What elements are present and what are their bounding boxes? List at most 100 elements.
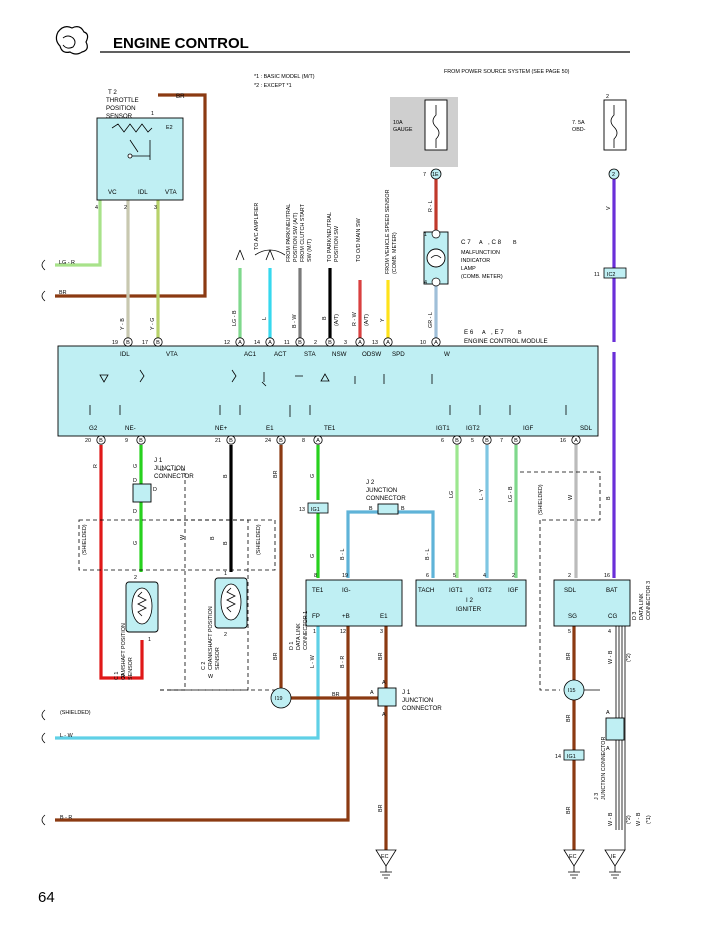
ecm-top-pin-connector-letter: B [156, 340, 160, 346]
note-2: *2 : EXCEPT *1 [254, 83, 292, 89]
thin-wiring [41, 249, 626, 850]
svg-text:FROM PARK/NEUTRAL: FROM PARK/NEUTRAL [286, 204, 292, 262]
svg-text:1: 1 [313, 629, 316, 635]
svg-text:VTA: VTA [165, 189, 177, 196]
svg-text:11: 11 [594, 272, 600, 278]
svg-text:DATA LINK: DATA LINK [296, 623, 302, 650]
ecm-top-pin-number: 3 [344, 340, 347, 346]
svg-text:FROM CLUTCH START: FROM CLUTCH START [300, 203, 306, 262]
ecm-bottom-pin-connector-letter: A [316, 438, 320, 444]
svg-text:+B: +B [342, 613, 350, 620]
svg-text:A: A [606, 710, 610, 716]
svg-text:THROTTLE: THROTTLE [106, 97, 139, 104]
svg-text:I19: I19 [275, 696, 283, 702]
svg-text:C 1: C 1 [114, 672, 120, 680]
svg-text:2: 2 [124, 205, 127, 211]
ecm-bottom-pin-connector-letter: A [574, 438, 578, 444]
gauge-fuse: 10A GAUGE 7 1E [390, 97, 458, 180]
ecm-bottom-pin [511, 435, 521, 445]
svg-text:B: B [606, 496, 612, 500]
svg-text:7: 7 [423, 172, 426, 178]
svg-text:6: 6 [426, 573, 429, 579]
wire-label-br2: B - R [60, 815, 72, 821]
svg-text:1: 1 [148, 637, 151, 643]
svg-text:R - L: R - L [428, 200, 434, 212]
svg-text:IE: IE [611, 854, 616, 860]
svg-text:OBD-: OBD- [572, 127, 586, 133]
svg-text:4: 4 [424, 280, 427, 286]
svg-text:BR: BR [176, 93, 185, 100]
svg-text:MALFUNCTION: MALFUNCTION [461, 250, 500, 256]
svg-text:BR: BR [566, 806, 572, 814]
svg-text:SENSOR: SENSOR [215, 647, 221, 670]
svg-text:A: A [370, 690, 374, 696]
svg-text:J 2: J 2 [366, 479, 375, 486]
svg-text:LG - B: LG - B [232, 310, 238, 326]
svg-text:(*2): (*2) [626, 815, 632, 824]
svg-text:W: W [180, 534, 186, 540]
svg-text:V: V [606, 206, 612, 210]
svg-text:SG: SG [568, 613, 577, 620]
svg-text:TO O/D MAIN SW: TO O/D MAIN SW [356, 217, 362, 262]
ecm-top-pin [431, 337, 441, 347]
ecm-bottom-terminal-label: IGF [523, 425, 534, 432]
svg-text:Y - G: Y - G [150, 318, 156, 330]
ecm-bottom-terminal-label: TE1 [324, 425, 336, 432]
svg-text:LG: LG [449, 491, 455, 498]
svg-text:19: 19 [342, 573, 348, 579]
ecm-top-pin-number: 19 [112, 340, 118, 346]
svg-text:CONNECTOR: CONNECTOR [402, 705, 442, 712]
lower-wire-labels: R G B BR G LG L - Y LG - B W B G W B B G… [82, 464, 612, 814]
svg-text:W - B: W - B [608, 650, 614, 664]
svg-text:TACH: TACH [418, 587, 434, 594]
svg-text:2: 2 [606, 94, 609, 100]
ecm-bottom-pin [226, 435, 236, 445]
svg-text:E 6: E 6 [464, 329, 474, 336]
ecm-top-pin-number: 12 [224, 340, 230, 346]
svg-text:B: B [210, 536, 216, 540]
page-title: ENGINE CONTROL [113, 35, 249, 52]
svg-text:CONNECTOR 3: CONNECTOR 3 [646, 581, 652, 620]
svg-text:(*1): (*1) [646, 815, 652, 824]
ground-ie: IE [604, 849, 626, 879]
ecm-top-pin [265, 337, 275, 347]
svg-text:LG - B: LG - B [508, 486, 514, 502]
svg-text:1: 1 [424, 232, 427, 238]
svg-text:(COMB. METER): (COMB. METER) [461, 274, 503, 280]
svg-text:VC: VC [108, 189, 117, 196]
junction-connector-j3: I15 A A J 3 JUNCTION CONNECTOR 14 IG1 [555, 679, 625, 800]
svg-text:D 1: D 1 [289, 642, 295, 650]
igniter: 6 5 4 2 TACH IGT1 IGT2 IGF I 2 IGNITER [415, 573, 527, 627]
ecm-top-terminal-label: VTA [166, 351, 178, 358]
svg-text:J 1: J 1 [402, 689, 411, 696]
svg-text:W: W [208, 674, 214, 680]
svg-text:5: 5 [568, 629, 571, 635]
wires [55, 93, 616, 850]
svg-text:IGT1: IGT1 [449, 587, 463, 594]
ecm-bottom-pin-connector-letter: B [229, 438, 233, 444]
svg-text:JUNCTION: JUNCTION [366, 487, 397, 494]
svg-text:G: G [133, 541, 139, 545]
svg-text:, E 7: , E 7 [491, 329, 504, 336]
top-destination-labels: TO A/C AMPLIFIER FROM PARK/NEUTRAL POSIT… [254, 189, 398, 274]
svg-text:A: A [479, 240, 483, 246]
ecm-bottom-pin-number: 8 [302, 438, 305, 444]
ecm-top-terminal-label: STA [304, 351, 316, 358]
ecm-top-pin [355, 337, 365, 347]
svg-text:2: 2 [224, 632, 227, 638]
svg-text:(SHIELDED): (SHIELDED) [82, 524, 88, 555]
svg-text:B - L: B - L [425, 549, 431, 560]
ecm-top-pin-connector-letter: A [358, 340, 362, 346]
ecm-top-pin [153, 337, 163, 347]
ecm-bottom-pin-connector-letter: B [99, 438, 103, 444]
ecm-top-pin [123, 337, 133, 347]
ecm-top-terminal-label: ODSW [362, 351, 381, 358]
wire-label-br: BR [59, 290, 67, 296]
ecm-top-pin-number: 14 [254, 340, 260, 346]
ecm-bottom-pin-number: 9 [125, 438, 128, 444]
svg-text:14: 14 [555, 754, 561, 760]
svg-text:IGT2: IGT2 [478, 587, 492, 594]
svg-text:BAT: BAT [606, 587, 618, 594]
svg-text:CONNECTOR 1: CONNECTOR 1 [303, 611, 309, 650]
svg-text:FP: FP [312, 613, 320, 620]
